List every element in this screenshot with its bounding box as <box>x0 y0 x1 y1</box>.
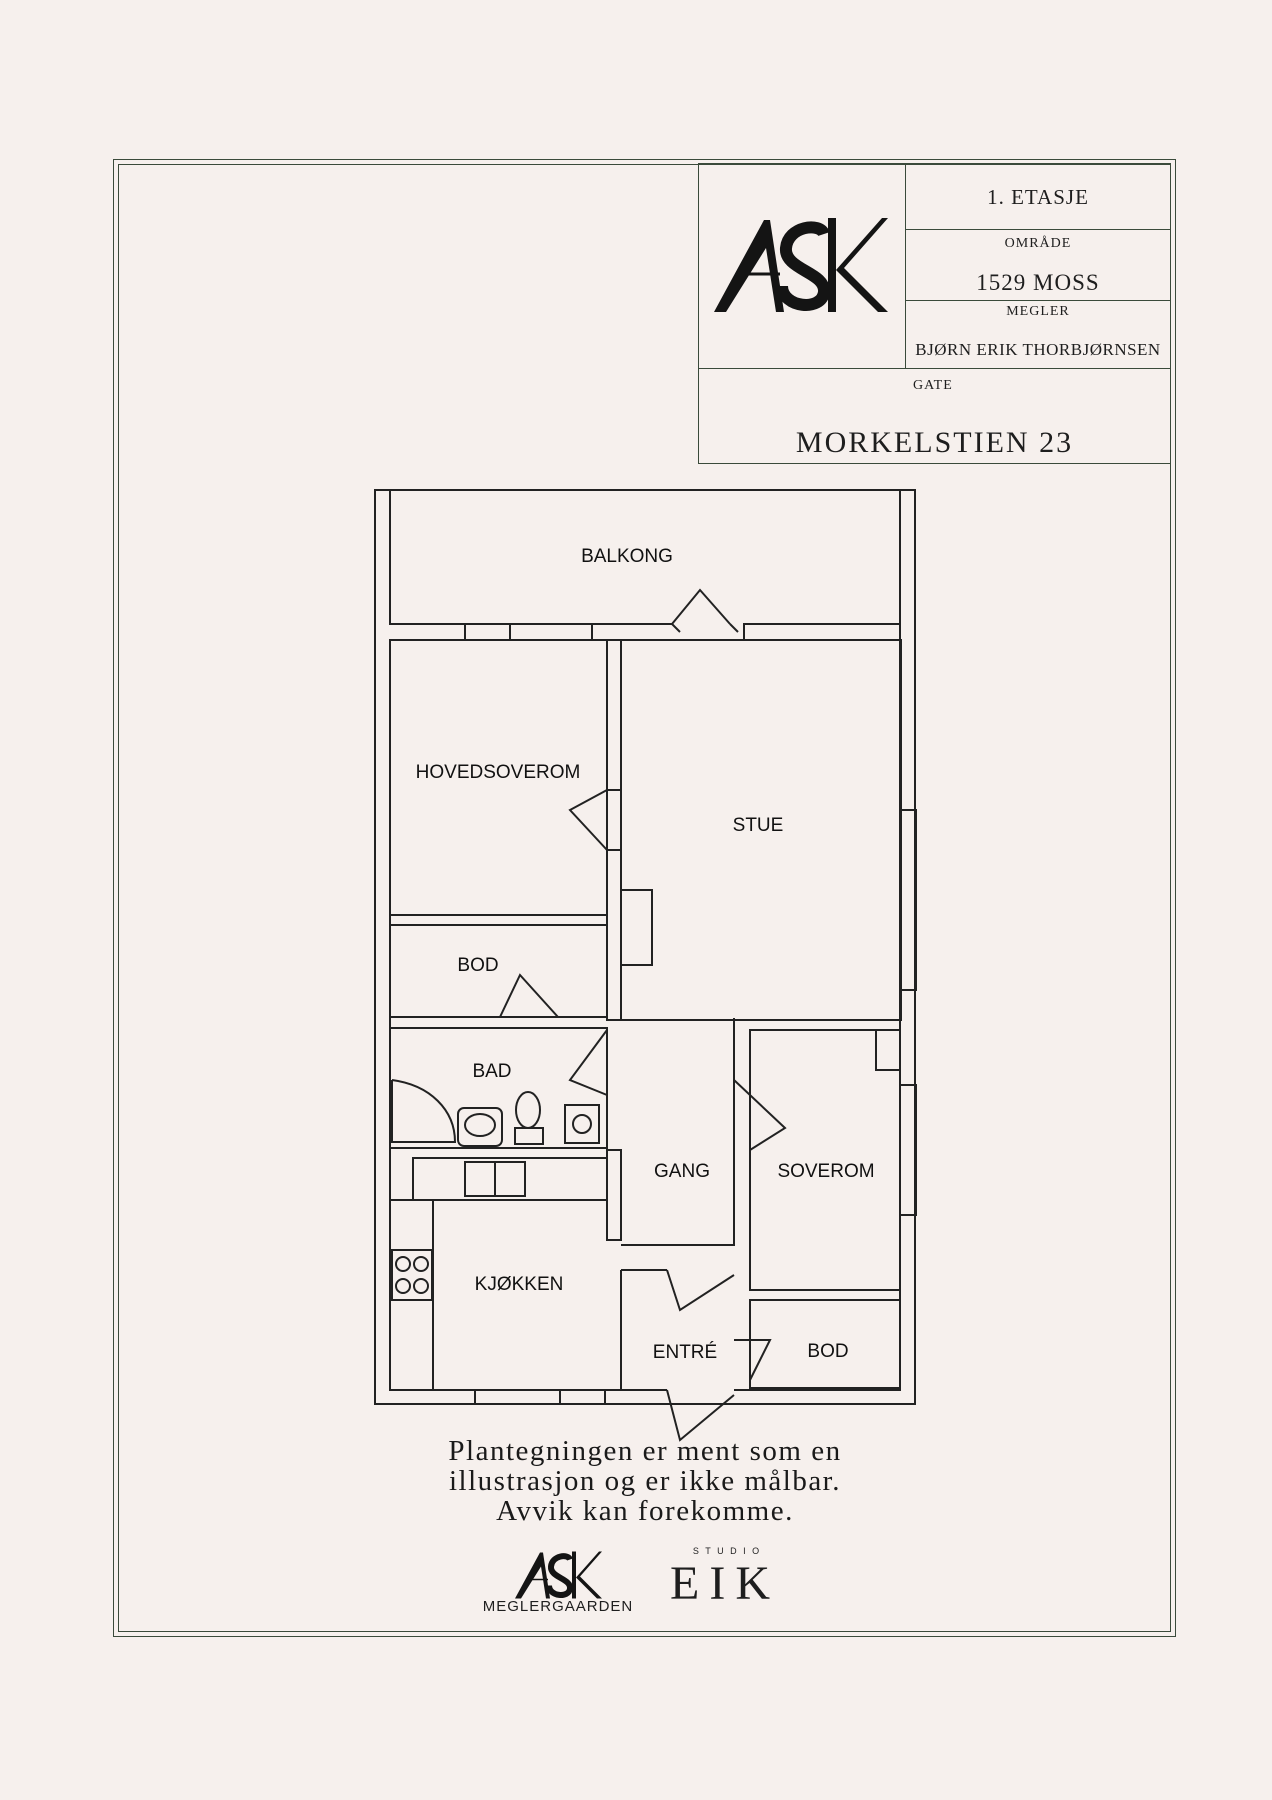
disclaimer-line-2: illustrasjon og er ikke målbar. <box>448 1465 841 1497</box>
shower-corner <box>391 1079 457 1143</box>
label-bod-1: BOD <box>457 955 498 976</box>
wall-gang <box>606 1018 735 1246</box>
window-balcony-left <box>464 623 593 641</box>
footer-ask-logo <box>515 1551 602 1599</box>
disclaimer-line-3: Avvik kan forekomme. <box>496 1495 794 1527</box>
door-bod1 <box>499 973 559 1018</box>
floor-label: 1. ETASJE <box>987 185 1089 209</box>
washer <box>564 1104 600 1144</box>
sink-bad <box>457 1107 503 1147</box>
label-bad: BAD <box>472 1061 511 1082</box>
footer-eik-top: S T U D I O <box>692 1546 762 1556</box>
exterior-wall-inner <box>389 640 901 1391</box>
footer-ask-sub: MEGLERGAARDEN <box>482 1598 634 1615</box>
window-kjokken <box>474 1389 606 1405</box>
wall-kjokken <box>390 1199 434 1390</box>
label-kjokken: KJØKKEN <box>475 1274 564 1295</box>
footer-eik-logo: EIK <box>670 1557 780 1610</box>
label-entre: ENTRÉ <box>653 1342 717 1363</box>
wall-entre <box>620 1269 667 1390</box>
label-stue: STUE <box>733 815 784 836</box>
disclaimer-line-1: Plantegningen er ment som en <box>448 1435 842 1467</box>
window-stue <box>899 809 917 991</box>
wall-bad <box>389 1027 608 1149</box>
street-label: GATE <box>913 378 953 393</box>
kitchen-counter <box>412 1157 608 1201</box>
street-value: MORKELSTIEN 23 <box>795 426 1074 459</box>
exterior-wall-outer <box>374 489 916 1405</box>
agent-label: MEGLER <box>1006 304 1070 319</box>
agent-value: BJØRN ERIK THORBJØRNSEN <box>915 340 1161 359</box>
door-bod2 <box>734 1339 772 1381</box>
door-soverom <box>733 1079 787 1151</box>
toilet <box>515 1091 541 1129</box>
inner-frame <box>118 164 1171 1632</box>
area-value: 1529 MOSS <box>976 270 1100 295</box>
door-entre-outer <box>666 1389 735 1442</box>
door-hovedsoverom <box>568 789 608 851</box>
door-entre-inner <box>666 1269 735 1312</box>
label-hovedsoverom: HOVEDSOVEROM <box>416 762 581 783</box>
door-bad <box>568 1029 608 1096</box>
area-label: OMRÅDE <box>1004 236 1072 251</box>
label-soverom: SOVEROM <box>777 1161 874 1182</box>
outer-frame <box>113 159 1176 1637</box>
wall-bod2 <box>749 1299 901 1389</box>
disclaimer: Plantegningen er ment som en illustrasjo… <box>300 1436 990 1526</box>
label-gang: GANG <box>654 1161 710 1182</box>
label-bod-2: BOD <box>807 1341 848 1362</box>
window-soverom <box>899 1084 917 1216</box>
ask-logo <box>714 218 888 312</box>
balcony-door <box>671 588 731 625</box>
window-balcony-right <box>743 623 901 641</box>
label-balkong: BALKONG <box>581 546 673 567</box>
wall-bod1 <box>389 924 608 1018</box>
agent-cell <box>905 300 1171 369</box>
stove <box>391 1249 433 1301</box>
